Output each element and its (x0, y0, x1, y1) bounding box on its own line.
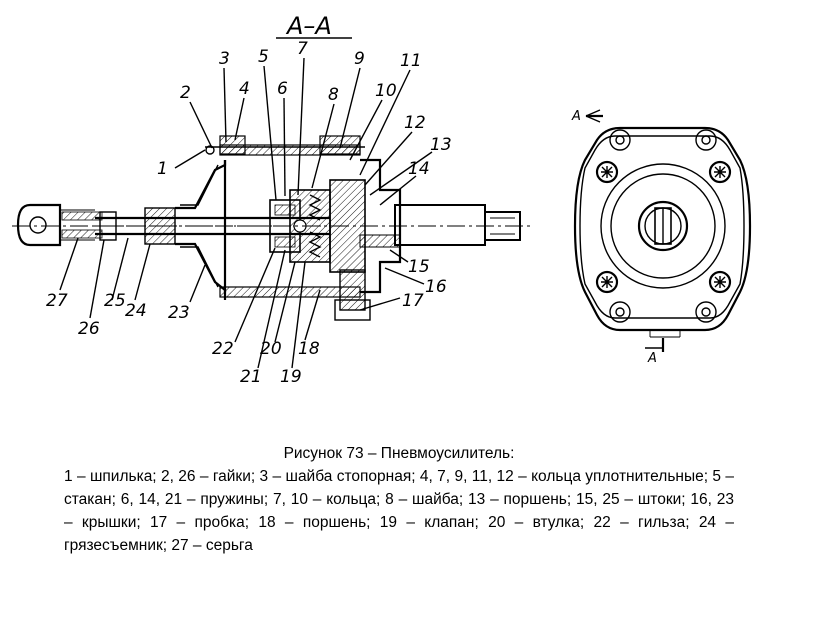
label-15: 15 (408, 257, 430, 277)
section-marker-top: А (571, 109, 603, 124)
part-labels: 1 2 3 4 5 6 7 8 9 10 11 12 13 14 15 16 1… (46, 39, 452, 387)
section-title: А–А (276, 12, 352, 40)
cylinder-body (205, 135, 365, 298)
label-8: 8 (328, 85, 339, 105)
label-5: 5 (258, 47, 269, 67)
label-3: 3 (219, 49, 230, 69)
technical-drawing: А–А (12, 12, 752, 387)
end-view: А А (571, 109, 752, 366)
label-17: 17 (402, 291, 424, 311)
label-19: 19 (280, 367, 302, 387)
label-16: 16 (425, 277, 447, 297)
svg-text:А: А (571, 109, 581, 124)
label-6: 6 (277, 79, 288, 99)
label-27: 27 (46, 291, 68, 311)
label-24: 24 (125, 301, 147, 321)
svg-text:А: А (647, 351, 657, 366)
label-26: 26 (78, 319, 100, 339)
section-view: 1 2 3 4 5 6 7 8 9 10 11 12 13 14 15 16 1… (12, 39, 530, 387)
label-23: 23 (168, 303, 190, 323)
label-13: 13 (430, 135, 452, 155)
bolt-holes (595, 129, 732, 323)
label-4: 4 (239, 79, 250, 99)
label-21: 21 (240, 367, 262, 387)
label-25: 25 (104, 291, 126, 311)
label-10: 10 (375, 81, 397, 101)
caption-body: 1 – шпилька; 2, 26 – гайки; 3 – шайба ст… (64, 468, 734, 554)
label-1: 1 (157, 159, 168, 179)
leader-lines (59, 57, 433, 369)
label-12: 12 (404, 113, 426, 133)
section-marker-bottom: А (645, 338, 665, 366)
label-18: 18 (298, 339, 320, 359)
label-20: 20 (260, 339, 282, 359)
rod-15 (394, 204, 521, 246)
label-7: 7 (297, 39, 308, 59)
clevis-27 (16, 203, 103, 247)
label-22: 22 (212, 339, 234, 359)
label-14: 14 (408, 159, 430, 179)
label-2: 2 (180, 83, 191, 103)
label-11: 11 (400, 51, 422, 71)
caption-title: Рисунок 73 – Пневмоусилитель: (283, 445, 515, 462)
cover-16 (334, 158, 402, 321)
figure-caption: Рисунок 73 – Пневмоусилитель: 1 – шпильк… (64, 442, 734, 557)
svg-text:А–А: А–А (285, 12, 332, 40)
label-9: 9 (354, 49, 365, 69)
